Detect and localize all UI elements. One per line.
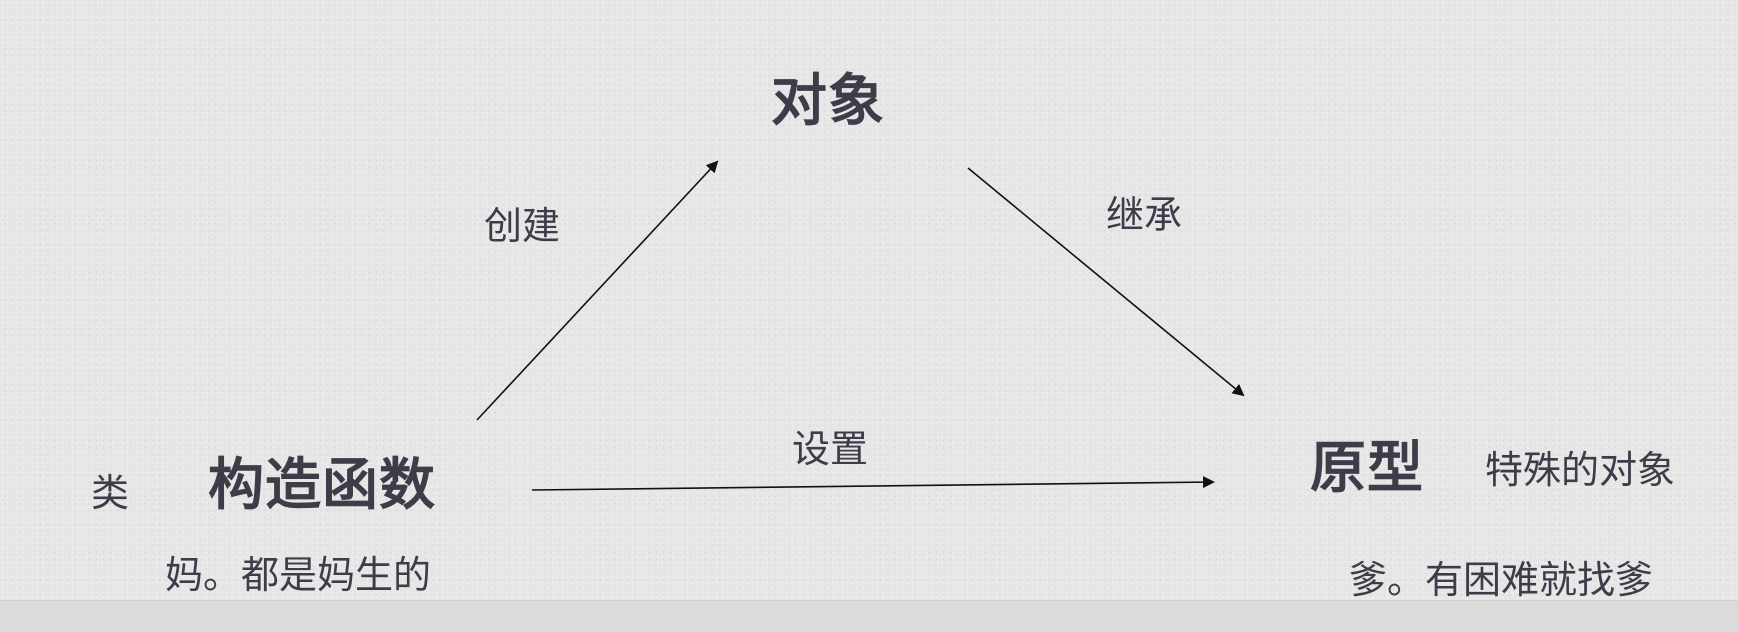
arrow-set [531, 476, 1215, 491]
note-dad: 爹。有困难就找爹 [1349, 558, 1654, 602]
note-class: 类 [91, 471, 130, 515]
arrow-create [476, 160, 719, 421]
edge-label-set: 设置 [792, 427, 869, 471]
node-object: 对象 [771, 69, 885, 134]
diagram-canvas [0, 0, 1738, 600]
note-mom: 妈。都是妈生的 [165, 553, 432, 597]
arrow-inherit [967, 167, 1245, 397]
edge-label-inherit: 继承 [1106, 193, 1183, 237]
note-special-object: 特殊的对象 [1485, 448, 1676, 492]
edge-label-create: 创建 [484, 204, 561, 248]
node-constructor: 构造函数 [208, 453, 436, 518]
bottom-band [0, 600, 1738, 632]
arrows-layer [476, 160, 1245, 491]
node-prototype: 原型 [1310, 436, 1424, 501]
